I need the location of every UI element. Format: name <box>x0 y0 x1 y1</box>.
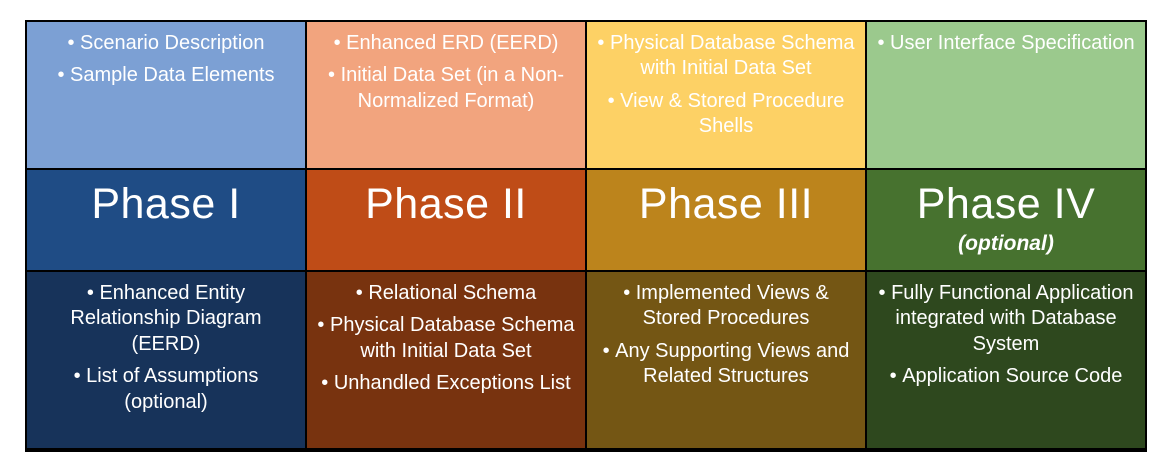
phase-4-deliverable-item: Application Source Code <box>875 364 1137 389</box>
phase-3-title-cell: Phase III <box>587 170 865 270</box>
phase-2-deliverables-cell: Relational Schema Physical Database Sche… <box>307 272 585 448</box>
phase-3-input-item: View & Stored Procedure Shells <box>595 89 857 140</box>
phase-4-title: Phase IV <box>916 180 1096 228</box>
phase-2-title: Phase II <box>365 180 527 228</box>
phase-3-input-item: Physical Database Schema with Initial Da… <box>595 31 857 82</box>
phase-2-deliverable-item: Unhandled Exceptions List <box>315 371 577 396</box>
phase-4-deliverable-item: Fully Functional Application integrated … <box>875 281 1137 357</box>
phase-1-input-item: Scenario Description <box>35 31 297 56</box>
phase-2-input-item: Initial Data Set (in a Non-Normalized Fo… <box>315 63 577 114</box>
phase-4-deliverables-cell: Fully Functional Application integrated … <box>867 272 1145 448</box>
phase-2-input-item: Enhanced ERD (EERD) <box>315 31 577 56</box>
phase-1-deliverable-item: Enhanced Entity Relationship Diagram (EE… <box>35 281 297 357</box>
phase-1-title-cell: Phase I <box>27 170 305 270</box>
phase-3-title: Phase III <box>638 180 814 228</box>
phase-2-inputs-cell: Enhanced ERD (EERD) Initial Data Set (in… <box>307 22 585 168</box>
phase-4-inputs-cell: User Interface Specification <box>867 22 1145 168</box>
phase-3-deliverables-cell: Implemented Views & Stored Procedures An… <box>587 272 865 448</box>
phase-3-deliverable-item: Any Supporting Views and Related Structu… <box>595 339 857 390</box>
phase-4-optional-note: (optional) <box>958 232 1054 256</box>
phase-1-deliverable-item: List of Assumptions (optional) <box>35 364 297 415</box>
phase-3-deliverable-item: Implemented Views & Stored Procedures <box>595 281 857 332</box>
phase-1-inputs-cell: Scenario Description Sample Data Element… <box>27 22 305 168</box>
phase-2-deliverable-item: Relational Schema <box>315 281 577 306</box>
phase-3-inputs-cell: Physical Database Schema with Initial Da… <box>587 22 865 168</box>
phase-1-title: Phase I <box>91 180 241 228</box>
phase-1-deliverables-cell: Enhanced Entity Relationship Diagram (EE… <box>27 272 305 448</box>
phase-2-title-cell: Phase II <box>307 170 585 270</box>
phase-2-deliverable-item: Physical Database Schema with Initial Da… <box>315 313 577 364</box>
phase-4-title-cell: Phase IV (optional) <box>867 170 1145 270</box>
phase-4-input-item: User Interface Specification <box>875 31 1137 56</box>
project-phases-diagram: Scenario Description Sample Data Element… <box>25 20 1147 452</box>
phase-1-input-item: Sample Data Elements <box>35 63 297 88</box>
